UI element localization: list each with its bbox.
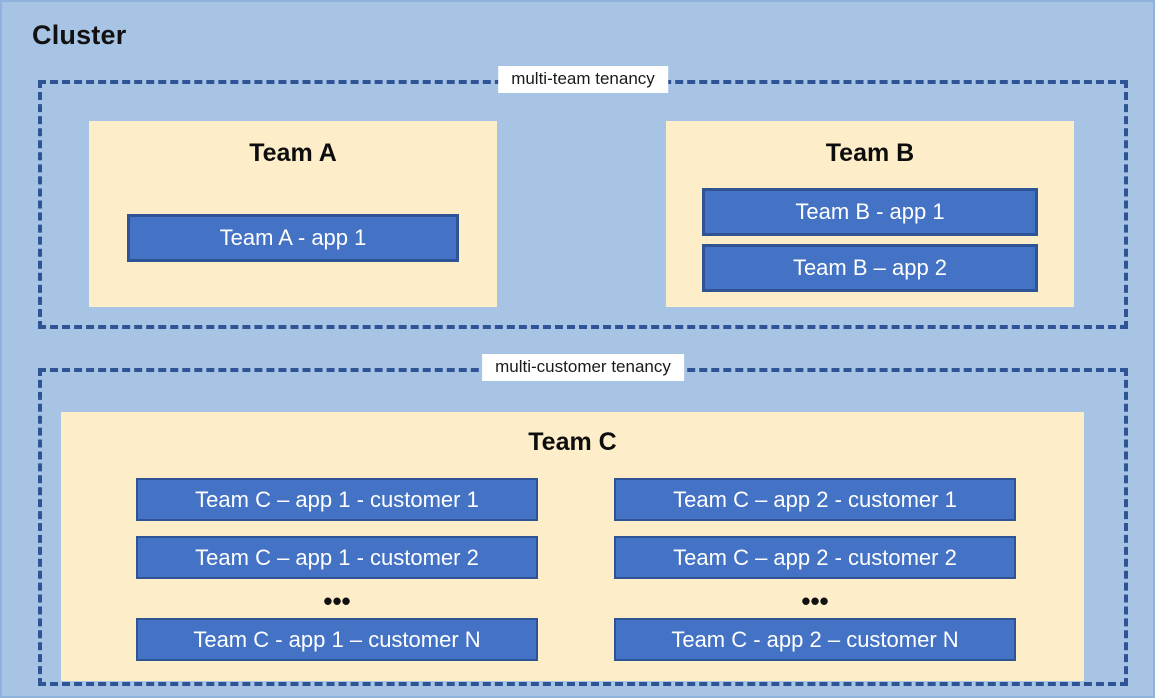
- app-box-team-c-app2-customerN[interactable]: Team C - app 2 – customer N: [614, 618, 1016, 661]
- ellipsis-app2: •••: [801, 586, 829, 616]
- app-box-team-c-app1-customer2[interactable]: Team C – app 1 - customer 2: [136, 536, 538, 579]
- multi-team-tenancy-label: multi-team tenancy: [498, 66, 668, 93]
- multi-team-tenancy-zone: multi-team tenancy Team A Team A - app 1…: [38, 66, 1128, 329]
- team-b-panel: Team B Team B - app 1 Team B – app 2: [666, 121, 1074, 307]
- multi-customer-tenancy-zone: multi-customer tenancy Team C Team C – a…: [38, 354, 1128, 686]
- app-box-team-c-app2-customer1[interactable]: Team C – app 2 - customer 1: [614, 478, 1016, 521]
- team-a-title: Team A: [249, 139, 337, 167]
- team-c-panel: Team C Team C – app 1 - customer 1 Team …: [61, 412, 1084, 681]
- team-c-title: Team C: [528, 428, 617, 456]
- app-box-team-c-app1-customerN[interactable]: Team C - app 1 – customer N: [136, 618, 538, 661]
- page-title: Cluster: [32, 20, 127, 50]
- app-box-team-b-app-2[interactable]: Team B – app 2: [702, 244, 1038, 292]
- team-b-title: Team B: [825, 139, 915, 167]
- app-box-team-b-app-1[interactable]: Team B - app 1: [702, 188, 1038, 236]
- app-box-team-a-app-1[interactable]: Team A - app 1: [127, 214, 459, 262]
- app-box-team-c-app2-customer2[interactable]: Team C – app 2 - customer 2: [614, 536, 1016, 579]
- app-box-team-c-app1-customer1[interactable]: Team C – app 1 - customer 1: [136, 478, 538, 521]
- team-a-panel: Team A Team A - app 1: [89, 121, 497, 307]
- ellipsis-app1: •••: [323, 586, 351, 616]
- multi-customer-tenancy-label: multi-customer tenancy: [482, 354, 684, 381]
